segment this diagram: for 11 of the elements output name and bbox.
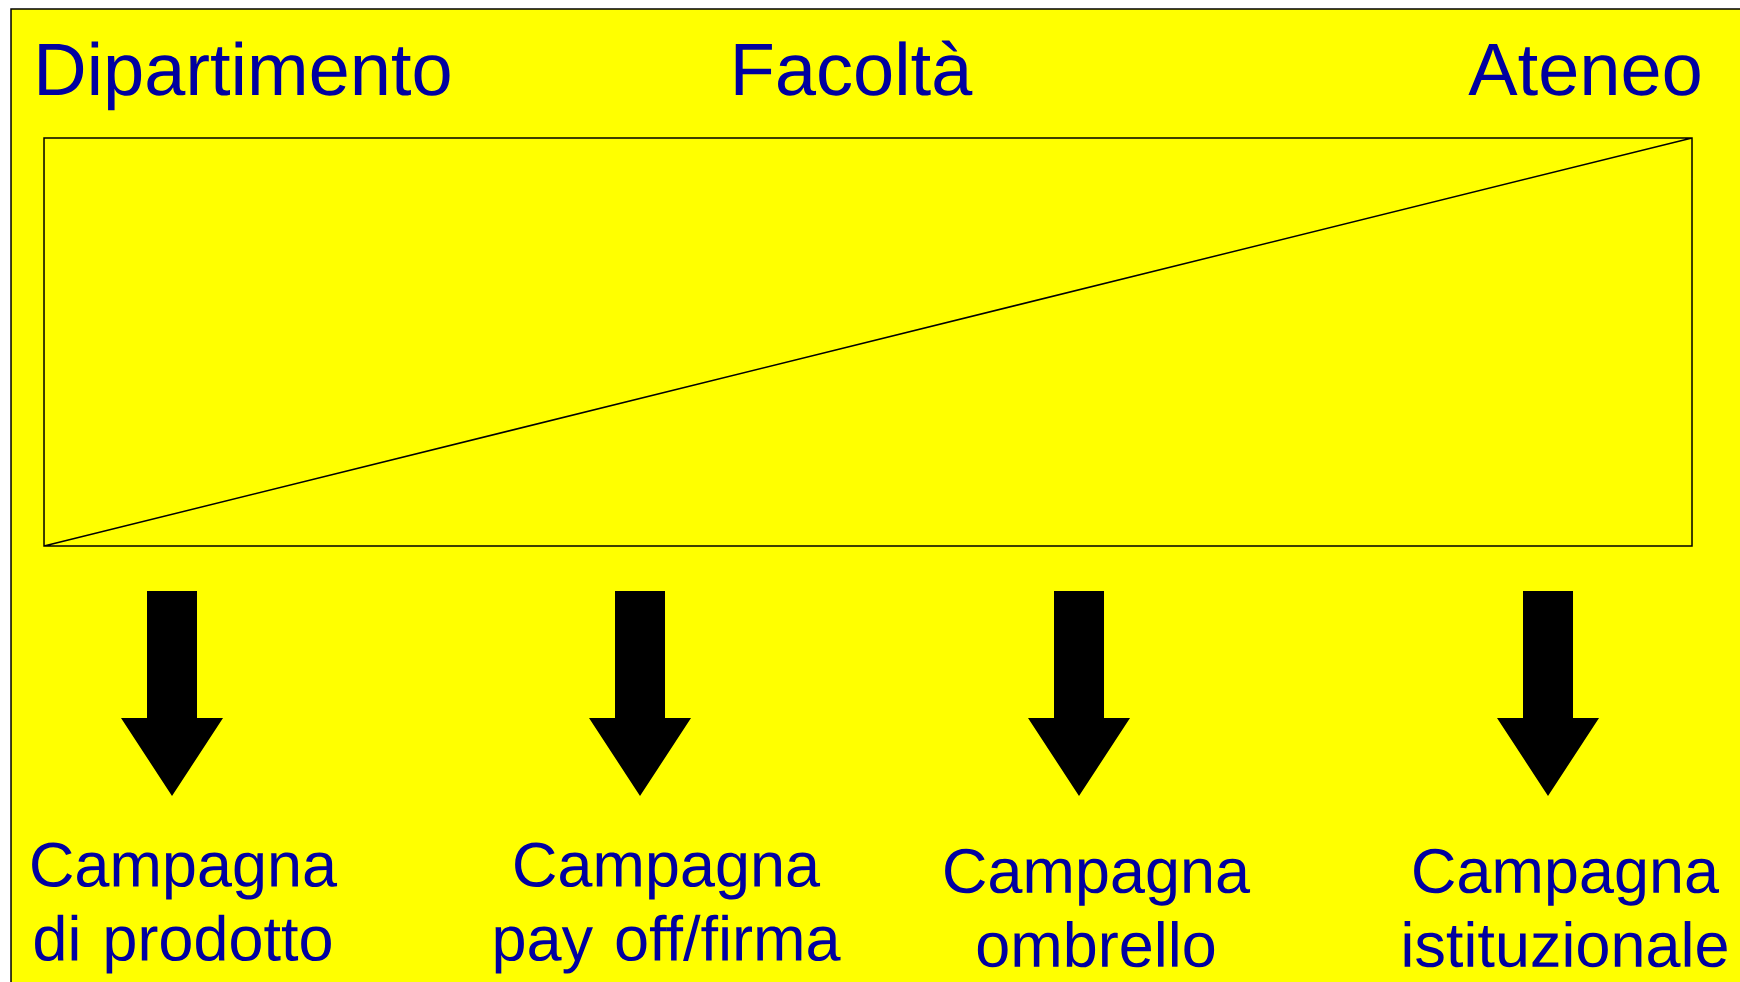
block-arrow [121,591,223,796]
scale-label: Ateneo [1468,44,1700,96]
campaign-label: Campagna istituzionale [1404,848,1727,968]
scale-label: Dipartimento [39,41,450,111]
block-arrow [1497,591,1599,796]
campaign-label: Campagna ombrello [945,848,1251,968]
scale-label: Facoltà [735,40,973,96]
campaign-label: Campagna di prodotto [32,842,338,974]
campaign-label: Campagna pay off/firma [495,842,841,974]
block-arrow [589,591,691,796]
block-arrow [1028,591,1130,796]
